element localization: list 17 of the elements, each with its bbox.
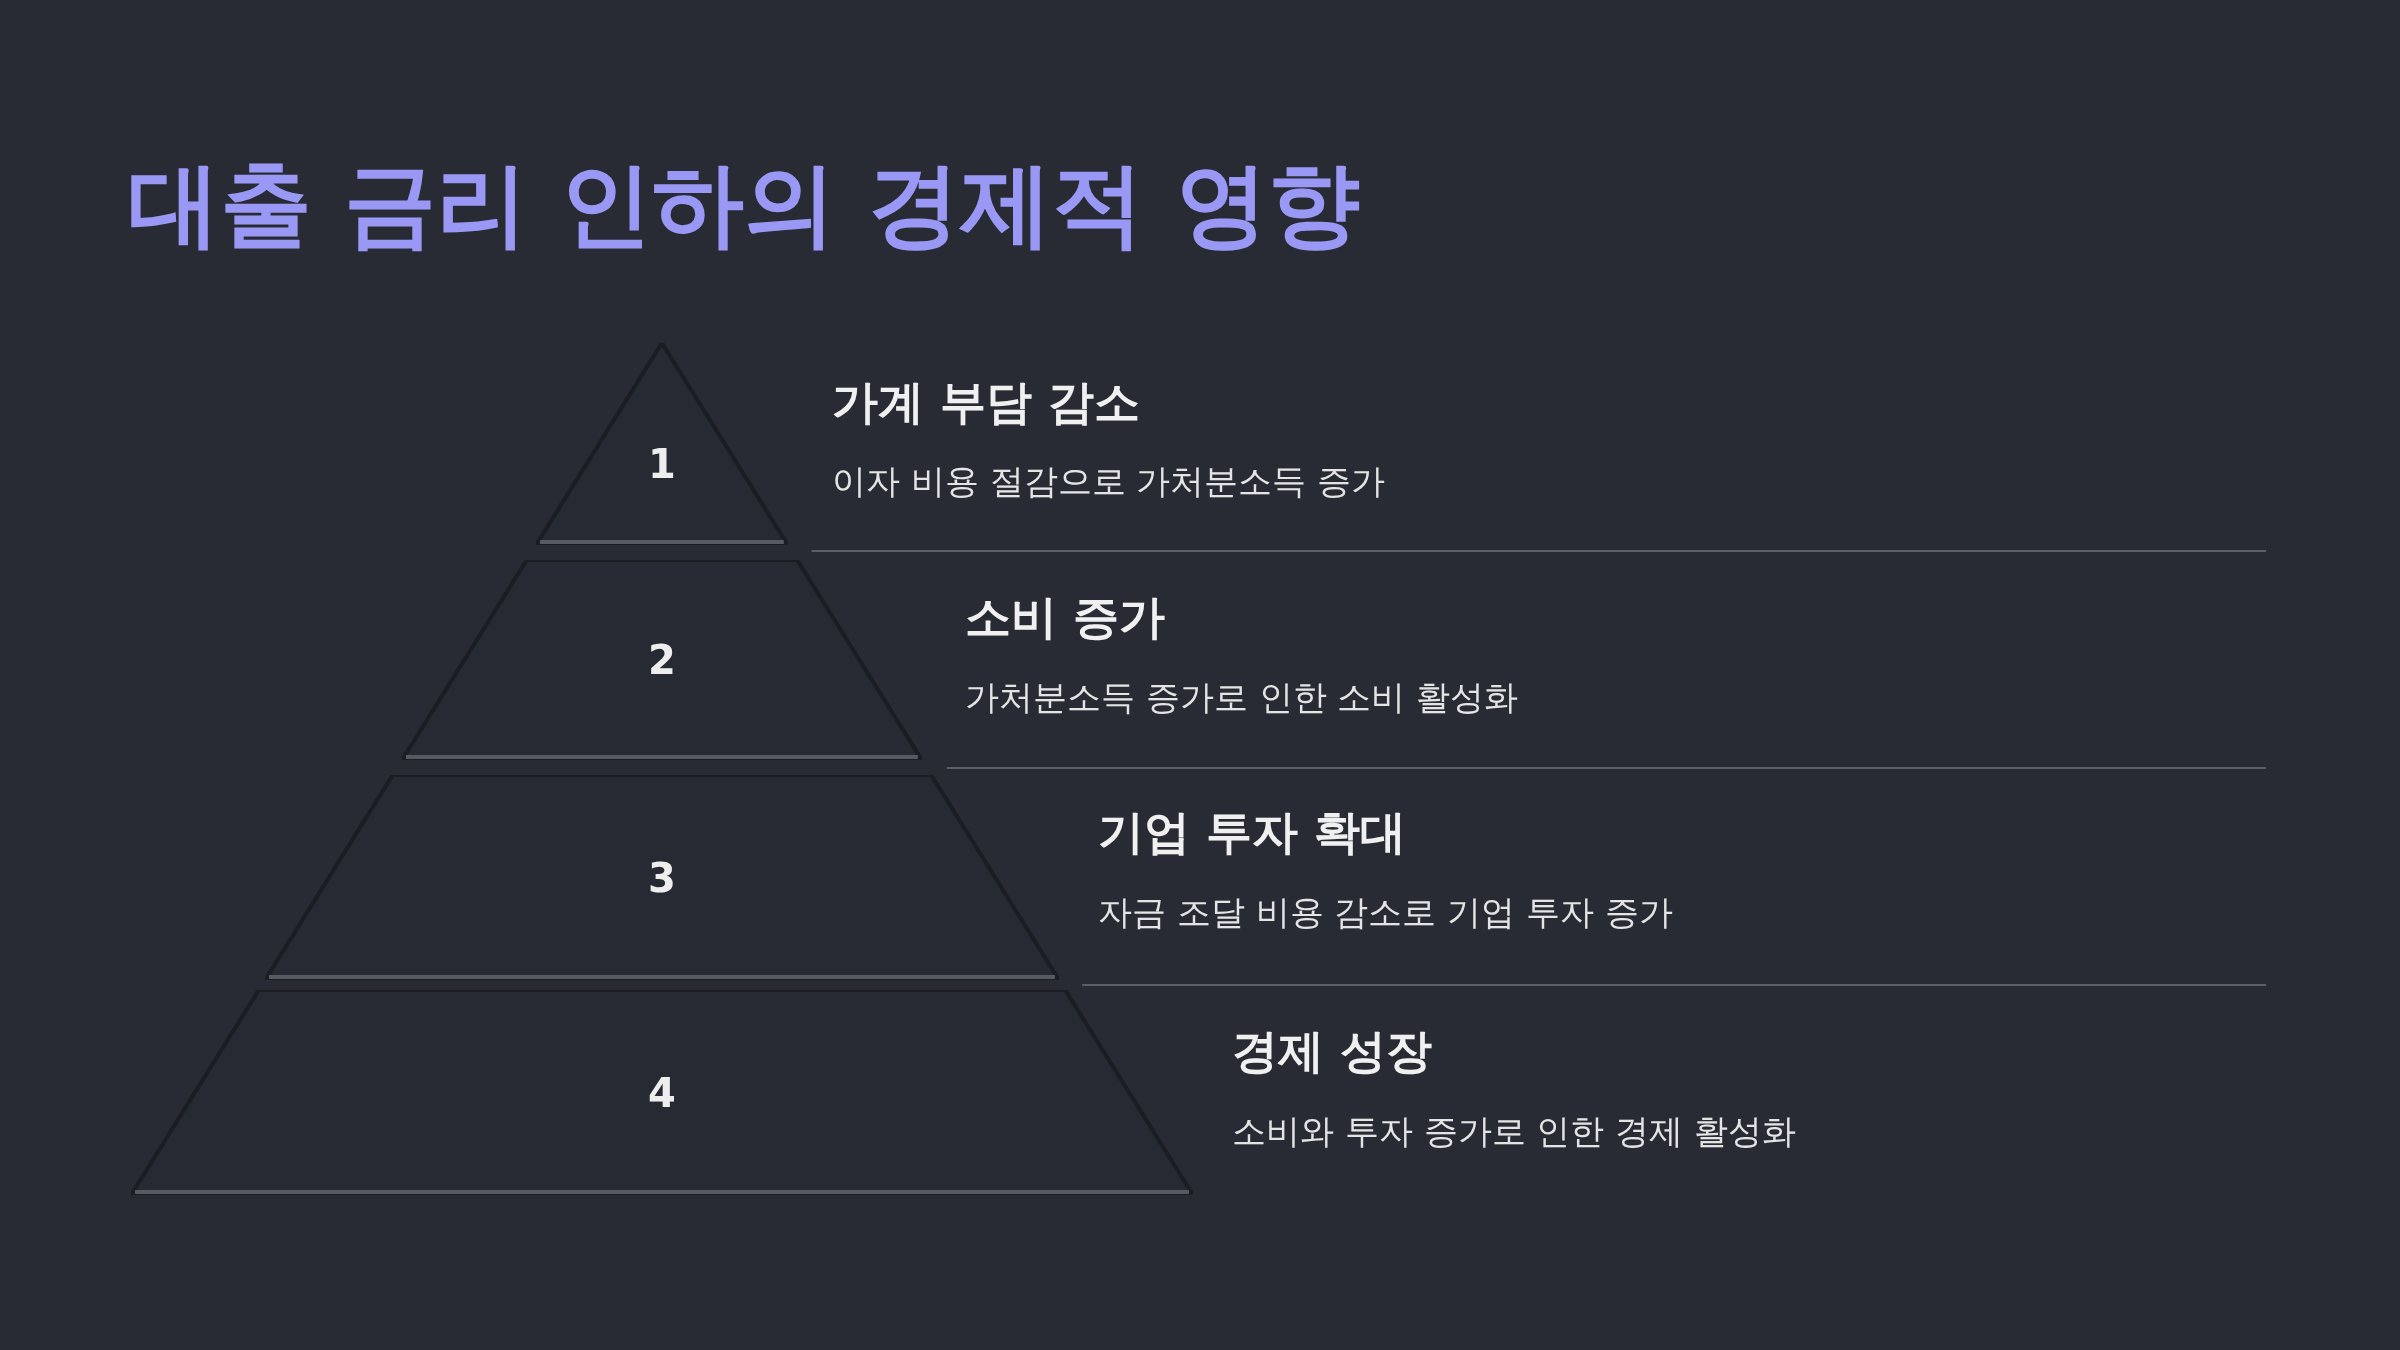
tier-number: 1 xyxy=(648,441,676,488)
tier-number: 4 xyxy=(648,1069,676,1116)
pyramid-tier xyxy=(536,343,788,545)
pyramid-tier xyxy=(131,990,1193,1195)
tier-heading: 가계 부담 감소 xyxy=(832,375,1141,431)
pyramid-tier xyxy=(402,560,922,760)
tier-heading: 소비 증가 xyxy=(965,590,1165,646)
tier-number: 3 xyxy=(648,854,676,901)
tier-number: 2 xyxy=(648,637,676,683)
tier-heading: 경제 성장 xyxy=(1232,1024,1432,1080)
tier-description: 가처분소득 증가로 인한 소비 활성화 xyxy=(965,677,1519,718)
title: 대출 금리 인하의 경제적 영향 xyxy=(128,150,1361,260)
tier-description: 자금 조달 비용 감소로 기업 투자 증가 xyxy=(1098,892,1673,933)
tier-description: 이자 비용 절감으로 가처분소득 증가 xyxy=(832,461,1386,502)
tier-heading: 기업 투자 확대 xyxy=(1098,805,1407,861)
tier-description: 소비와 투자 증가로 인한 경제 활성화 xyxy=(1232,1111,1797,1152)
pyramid-tier xyxy=(265,775,1059,980)
